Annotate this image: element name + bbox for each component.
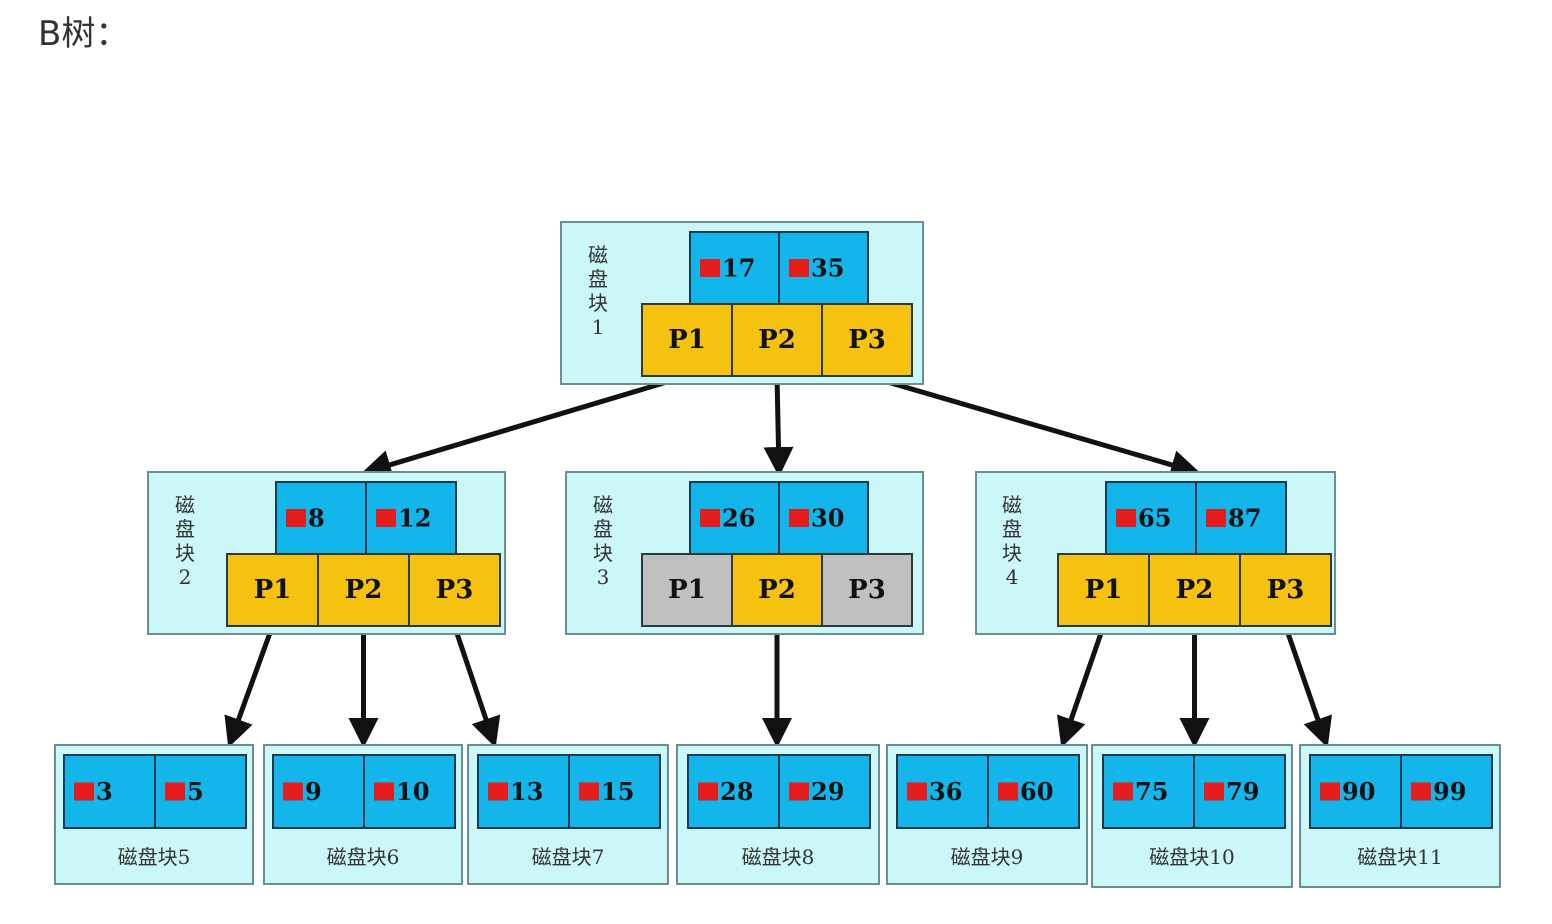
key-value: 65	[1138, 504, 1171, 533]
pointer-marker-icon	[1411, 782, 1431, 801]
disk-block-6: 9 10 磁盘块6	[263, 744, 463, 885]
pointer-marker-icon	[283, 782, 303, 801]
pointer-label: P3	[436, 575, 474, 605]
key-value: 26	[722, 504, 755, 533]
key-value: 10	[396, 777, 429, 806]
key-value: 15	[601, 777, 634, 806]
key-value: 30	[811, 504, 844, 533]
key-value: 79	[1226, 777, 1259, 806]
pointer-marker-icon	[376, 509, 396, 527]
page-title: B树：	[38, 14, 130, 54]
pointer-marker-icon	[286, 509, 306, 527]
pointer-label: P3	[848, 325, 886, 355]
pointer-label: P1	[668, 325, 706, 355]
pointer-marker-icon	[789, 782, 809, 801]
pointer-marker-icon	[374, 782, 394, 801]
disk-block-10: 75 79 磁盘块10	[1091, 744, 1293, 888]
block-label: 磁盘块6	[327, 845, 400, 869]
pointer-cell-p2	[317, 553, 410, 627]
disk-block-8: 28 29 磁盘块8	[676, 744, 880, 885]
pointer-cell-p3	[821, 303, 913, 377]
block-label: 磁盘块11	[1357, 845, 1442, 869]
key-value: 9	[305, 777, 322, 806]
pointer-marker-icon	[1113, 782, 1133, 801]
pointer-marker-icon	[1116, 509, 1136, 527]
edge-block-1-p3-to-block-4	[866, 373, 1201, 480]
pointer-marker-icon	[1204, 782, 1224, 801]
edge-block-1-p2-to-block-3	[763, 375, 794, 477]
pointer-cell-p3	[408, 553, 501, 627]
pointer-marker-icon	[998, 782, 1018, 801]
key-value: 28	[720, 777, 753, 806]
key-value: 35	[811, 254, 844, 283]
key-value: 8	[308, 504, 325, 533]
edge-block-4-p1-to-block-9	[1057, 625, 1106, 748]
key-value: 60	[1020, 777, 1053, 806]
key-value: 36	[929, 777, 962, 806]
pointer-marker-icon	[1320, 782, 1340, 801]
pointer-cell-p3	[821, 553, 913, 627]
key-value: 90	[1342, 777, 1375, 806]
key-value: 75	[1135, 777, 1168, 806]
key-value: 87	[1228, 504, 1261, 533]
pointer-label: P3	[848, 575, 886, 605]
edges-layer	[224, 373, 1332, 748]
block-label: 磁盘块9	[951, 845, 1024, 869]
pointer-marker-icon	[907, 782, 927, 801]
key-value: 99	[1433, 777, 1466, 806]
pointer-marker-icon	[488, 782, 508, 801]
pointer-marker-icon	[74, 782, 94, 801]
disk-block-7: 13 15 磁盘块7	[467, 744, 669, 885]
disk-block-5: 3 5 磁盘块5	[54, 744, 254, 885]
pointer-marker-icon	[579, 782, 599, 801]
key-value: 13	[510, 777, 543, 806]
pointer-label: P2	[758, 575, 796, 605]
pointer-marker-icon	[789, 259, 809, 277]
pointer-label: P3	[1267, 575, 1305, 605]
block-label: 磁盘块7	[532, 845, 605, 869]
key-value: 5	[187, 777, 204, 806]
edge-block-1-p1-to-block-2	[361, 373, 688, 480]
pointer-label: P1	[254, 575, 292, 605]
block-label: 磁盘块8	[742, 845, 815, 869]
pointer-cell-p1	[1057, 553, 1150, 627]
disk-block-9: 36 60 磁盘块9	[886, 744, 1088, 885]
pointer-cell-p2	[731, 553, 823, 627]
block-label: 磁盘块5	[118, 845, 191, 869]
pointer-marker-icon	[165, 782, 185, 801]
pointer-marker-icon	[789, 509, 809, 527]
pointer-label: P2	[1176, 575, 1214, 605]
pointer-marker-icon	[700, 259, 720, 277]
key-value: 17	[722, 254, 755, 283]
pointer-marker-icon	[700, 509, 720, 527]
pointer-label: P2	[758, 325, 796, 355]
disk-block-11: 90 99 磁盘块11	[1299, 744, 1501, 888]
edge-block-2-p3-to-block-7	[452, 625, 501, 748]
edge-block-2-p1-to-block-5	[224, 625, 275, 748]
pointer-cell-p1	[641, 303, 733, 377]
pointer-label: P1	[1085, 575, 1123, 605]
key-value: 3	[96, 777, 113, 806]
pointer-cell-p2	[731, 303, 823, 377]
pointer-marker-icon	[1206, 509, 1226, 527]
block-label: 磁盘块10	[1149, 845, 1234, 869]
pointer-label: P1	[668, 575, 706, 605]
pointer-marker-icon	[698, 782, 718, 801]
pointer-cell-p3	[1239, 553, 1332, 627]
pointer-cell-p1	[641, 553, 733, 627]
pointer-label: P2	[345, 575, 383, 605]
key-value: 29	[811, 777, 844, 806]
edge-block-4-p3-to-block-11	[1283, 625, 1332, 748]
key-value: 12	[398, 504, 431, 533]
